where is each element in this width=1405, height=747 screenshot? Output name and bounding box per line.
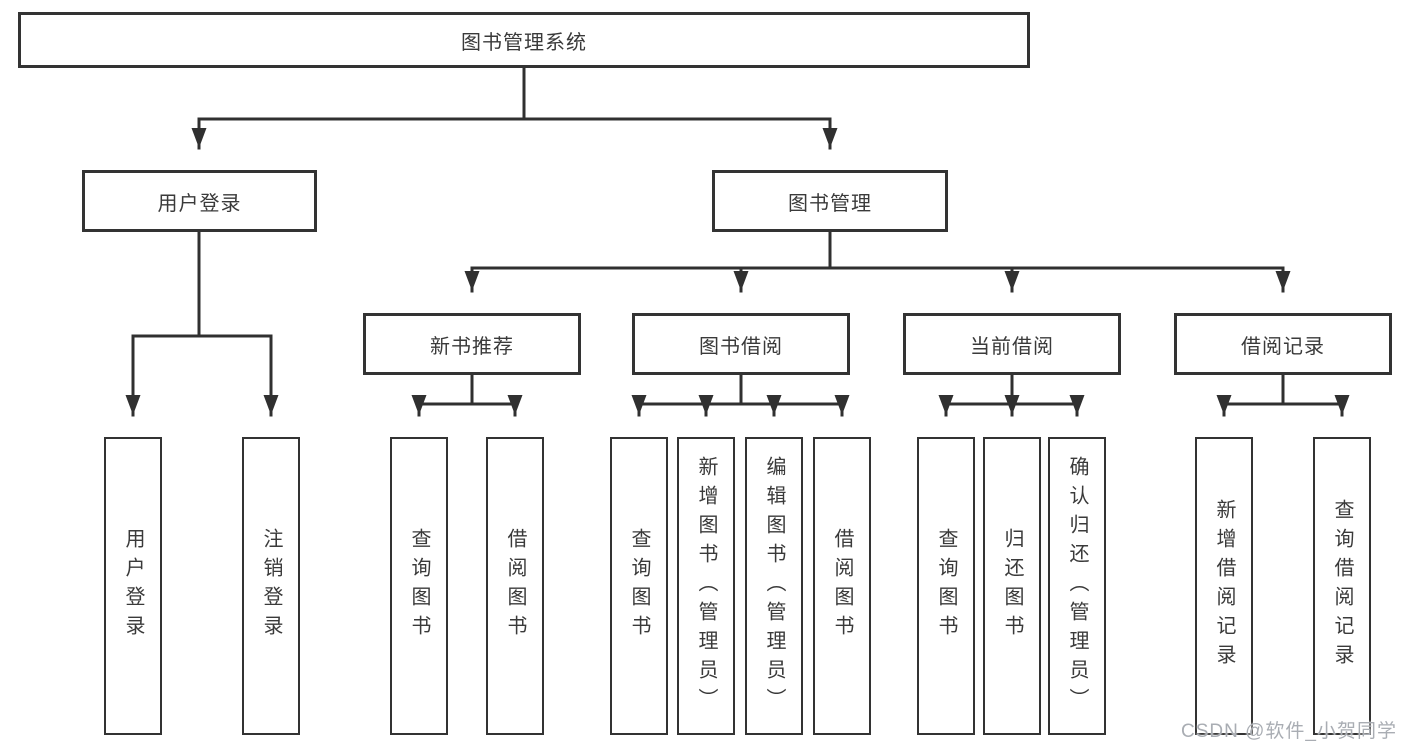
node-label: 用户登录 xyxy=(122,528,144,644)
node-label: 注销登录 xyxy=(260,528,282,644)
node-label: 新书推荐 xyxy=(430,335,514,358)
node-label: 查询借阅记录 xyxy=(1331,499,1353,673)
node-leaf-return-books: 归还图书 xyxy=(983,437,1041,735)
node-label: 借阅图书 xyxy=(504,528,526,644)
node-user-login-group: 用户登录 xyxy=(82,170,317,232)
node-label: 新增图书（管理员） xyxy=(695,455,717,717)
node-borrow-records: 借阅记录 xyxy=(1174,313,1392,375)
node-label: 图书借阅 xyxy=(699,335,783,358)
node-label: 借阅记录 xyxy=(1241,335,1325,358)
node-book-management: 图书管理 xyxy=(712,170,948,232)
node-label: 当前借阅 xyxy=(970,335,1054,358)
node-current-borrow: 当前借阅 xyxy=(903,313,1121,375)
node-leaf-query-books-current: 查询图书 xyxy=(917,437,975,735)
node-library-management-system: 图书管理系统 xyxy=(18,12,1030,68)
csdn-watermark: CSDN @软件_小贺同学 xyxy=(1181,721,1397,742)
node-leaf-confirm-return-admin: 确认归还（管理员） xyxy=(1048,437,1106,735)
node-new-book-recommend: 新书推荐 xyxy=(363,313,581,375)
node-leaf-edit-books-admin: 编辑图书（管理员） xyxy=(745,437,803,735)
node-label: 查询图书 xyxy=(408,528,430,644)
node-leaf-add-books-admin: 新增图书（管理员） xyxy=(677,437,735,735)
node-leaf-borrow-books-recommend: 借阅图书 xyxy=(486,437,544,735)
node-label: 查询图书 xyxy=(628,528,650,644)
node-book-borrow: 图书借阅 xyxy=(632,313,850,375)
node-leaf-query-books-recommend: 查询图书 xyxy=(390,437,448,735)
node-leaf-user-login: 用户登录 xyxy=(104,437,162,735)
node-label: 归还图书 xyxy=(1001,528,1023,644)
node-label: 用户登录 xyxy=(157,192,242,215)
node-label: 新增借阅记录 xyxy=(1213,499,1235,673)
node-label: 图书管理 xyxy=(788,192,872,215)
node-label: 编辑图书（管理员） xyxy=(763,455,785,717)
node-label: 借阅图书 xyxy=(831,528,853,644)
node-leaf-query-borrow-record: 查询借阅记录 xyxy=(1313,437,1371,735)
node-leaf-logout: 注销登录 xyxy=(242,437,300,735)
node-label: 图书管理系统 xyxy=(461,31,587,54)
node-label: 确认归还（管理员） xyxy=(1066,455,1088,717)
node-leaf-query-books-borrow: 查询图书 xyxy=(610,437,668,735)
node-leaf-borrow-books: 借阅图书 xyxy=(813,437,871,735)
node-label: 查询图书 xyxy=(935,528,957,644)
node-leaf-add-borrow-record: 新增借阅记录 xyxy=(1195,437,1253,735)
